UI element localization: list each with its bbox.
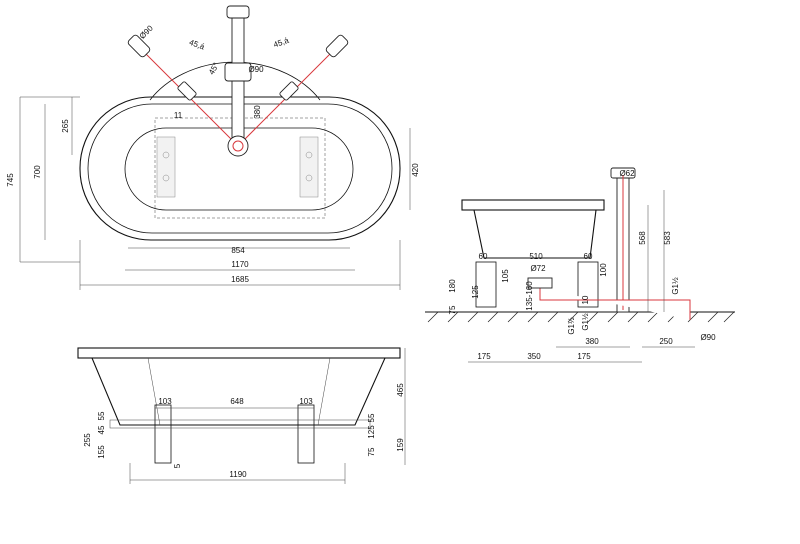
tap-mixer	[224, 62, 252, 82]
label-h-255: 255	[83, 433, 92, 447]
label-d-510: 510	[529, 252, 543, 261]
foot-left	[154, 404, 172, 464]
tap-head-top	[226, 5, 250, 19]
label-overall-length: 1685	[231, 275, 249, 284]
front-view: 1190 648 103 103 465 159 255 155 45 55 5…	[77, 347, 406, 484]
label-h-10: 10	[581, 295, 590, 304]
label-angle-right: 45,á	[272, 36, 290, 50]
label-gap-5: 5	[173, 463, 182, 468]
label-foot-height: 159	[396, 438, 405, 452]
label-h-75: 75	[448, 305, 457, 314]
label-h-55-right: 55	[367, 413, 376, 422]
side-view: Ø62 568 583 510 60 60 Ø72 180 125 105 13…	[425, 167, 735, 363]
label-h-180: 180	[448, 279, 457, 293]
label-h-100: 100	[599, 263, 608, 277]
label-d-60-left: 60	[479, 252, 488, 261]
feet-blocks	[156, 136, 319, 198]
floor-hatching	[427, 311, 735, 323]
label-h-155: 155	[97, 445, 106, 459]
label-w-350: 350	[527, 352, 541, 361]
label-waste-diameter: Ø72	[530, 264, 546, 273]
label-w-175-right: 175	[577, 352, 591, 361]
label-tap-offset: 11	[174, 111, 183, 120]
tub-body-side	[473, 209, 597, 259]
label-front-base-length: 1190	[229, 470, 247, 479]
label-overall-width: 745	[6, 173, 15, 187]
label-g-1-half-a: G1½	[567, 317, 576, 335]
tap-base-ring	[227, 135, 249, 157]
label-d-60-right: 60	[584, 252, 593, 261]
label-tap-diameter-left: Ø90	[138, 23, 155, 40]
label-angle-left: 45,á	[188, 38, 206, 52]
label-h-135-160: 135-160	[525, 281, 534, 311]
label-g-1-half-c: G1½	[671, 277, 680, 295]
label-h-125: 125	[367, 425, 376, 439]
foot-right	[297, 404, 315, 464]
tub-rim-side	[461, 199, 605, 211]
tap-handle-right	[325, 34, 349, 58]
label-outlet-diameter: Ø90	[700, 333, 716, 342]
label-w-175-left: 175	[477, 352, 491, 361]
label-foot-spacing: 648	[230, 397, 244, 406]
label-w-250: 250	[659, 337, 673, 346]
tap-base-hole	[232, 140, 244, 152]
label-h-55-left: 55	[97, 411, 106, 420]
label-depth-offset: 265	[61, 119, 70, 133]
tub-body-lines	[147, 357, 331, 426]
label-total-height: 465	[396, 383, 405, 397]
label-foot-width-right: 103	[299, 397, 313, 406]
tap-handle-left	[127, 34, 151, 58]
side-foot-right	[577, 261, 599, 308]
tap-lever-right	[279, 81, 299, 101]
label-inner-length: 1170	[231, 260, 249, 269]
label-tap-diameter-center: Ø90	[248, 65, 264, 74]
label-h-75: 75	[367, 447, 376, 456]
label-tap-reach: 380	[253, 105, 262, 119]
tub-rim-front	[77, 347, 401, 359]
label-h-583: 583	[663, 231, 672, 245]
label-g-1-half-b: G1½	[581, 313, 590, 331]
label-foot-width-left: 103	[158, 397, 172, 406]
label-inner-width: 700	[33, 165, 42, 179]
label-h-45: 45	[97, 425, 106, 434]
label-h-125: 125	[471, 285, 480, 299]
base-plate-front	[109, 419, 371, 429]
label-pipe-diameter-top: Ø62	[619, 169, 635, 178]
waste-outlet	[527, 277, 553, 289]
waste-pipe-center	[539, 288, 691, 320]
side-foot-left	[475, 261, 497, 308]
label-w-380: 380	[585, 337, 599, 346]
label-h-568: 568	[638, 231, 647, 245]
tap-lever-left	[177, 81, 197, 101]
label-base-width: 420	[411, 163, 420, 177]
label-h-105: 105	[501, 269, 510, 283]
label-base-length: 854	[231, 246, 245, 255]
tub-body-front	[91, 357, 386, 426]
plan-view: 745 700 265 420 854 1170 1685 11 380 Ø90…	[6, 5, 420, 290]
